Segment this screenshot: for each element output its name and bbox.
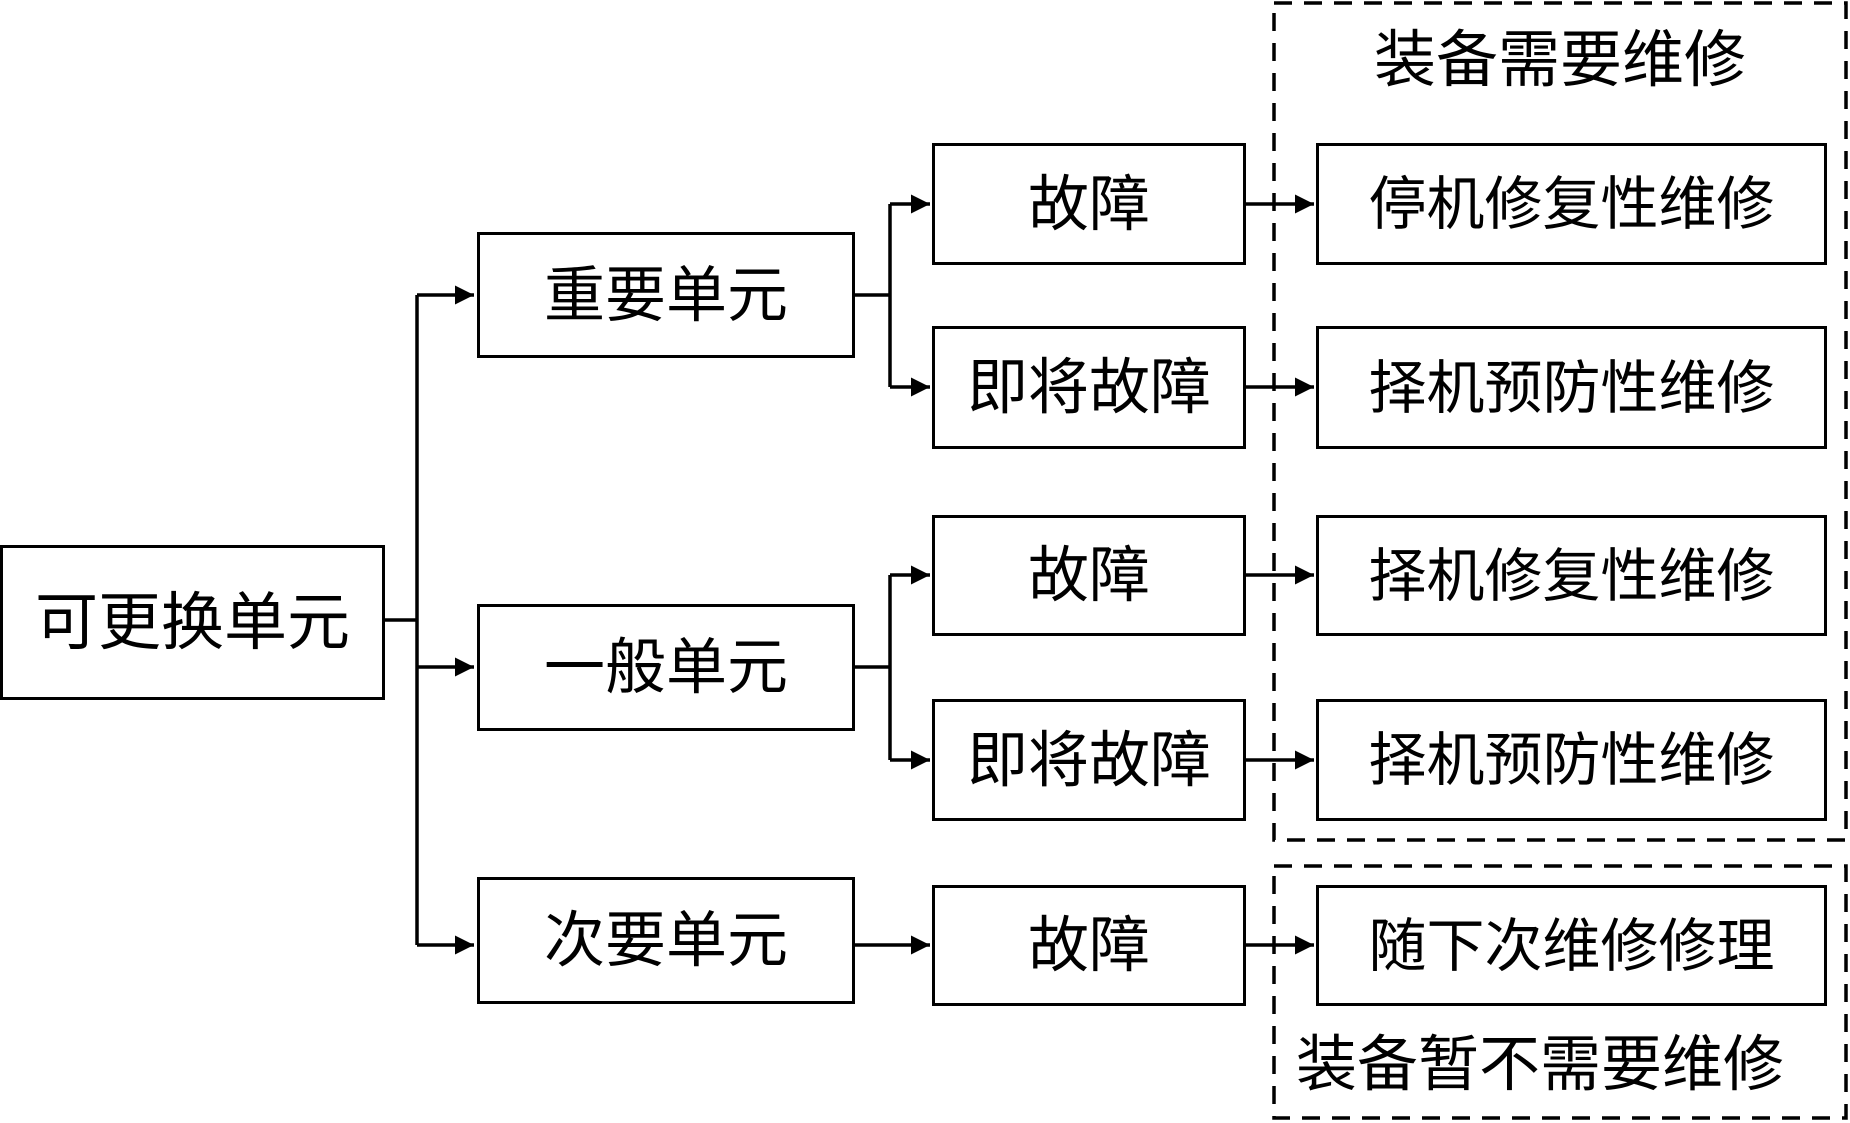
general-imminent-fault-label: 即将故障 bbox=[966, 724, 1211, 796]
opportunistic-corrective-node: 择机修复性维修 bbox=[1316, 515, 1827, 636]
important-unit-node: 重要单元 bbox=[477, 232, 855, 358]
no-maintenance-needed-region-label: 装备暂不需要维修 bbox=[1296, 1029, 1785, 1100]
minor-unit-label: 次要单元 bbox=[543, 905, 788, 976]
general-fault-node: 故障 bbox=[932, 515, 1246, 636]
important-fault-label: 故障 bbox=[1027, 168, 1150, 240]
no-maintenance-needed-region bbox=[1272, 864, 1848, 1120]
root-node-label: 可更换单元 bbox=[35, 586, 350, 659]
needs-maintenance-region bbox=[1272, 1, 1848, 842]
general-imminent-fault-node: 即将故障 bbox=[932, 699, 1246, 821]
important-branch-connector bbox=[853, 204, 892, 387]
shutdown-corrective-label: 停机修复性维修 bbox=[1368, 170, 1775, 238]
needs-maintenance-region-label: 装备需要维修 bbox=[1374, 23, 1747, 96]
opportunistic-preventive-1-node: 择机预防性维修 bbox=[1316, 326, 1827, 449]
opportunistic-preventive-2-label: 择机预防性维修 bbox=[1368, 726, 1775, 794]
root-trunk-connector bbox=[383, 295, 419, 945]
minor-fault-node: 故障 bbox=[932, 885, 1246, 1006]
region-dashed-boxes bbox=[1272, 1, 1848, 1120]
opportunistic-preventive-1-label: 择机预防性维修 bbox=[1368, 353, 1775, 422]
next-maintenance-repair-label: 随下次维修修理 bbox=[1368, 911, 1775, 980]
important-imminent-fault-label: 即将故障 bbox=[966, 352, 1211, 423]
general-unit-label: 一般单元 bbox=[543, 632, 788, 703]
opportunistic-corrective-label: 择机修复性维修 bbox=[1368, 541, 1775, 610]
important-unit-label: 重要单元 bbox=[543, 259, 788, 331]
shutdown-corrective-node: 停机修复性维修 bbox=[1316, 143, 1827, 265]
important-fault-node: 故障 bbox=[932, 143, 1246, 265]
connector-lines bbox=[383, 194, 1314, 955]
opportunistic-preventive-2-node: 择机预防性维修 bbox=[1316, 699, 1827, 821]
general-fault-label: 故障 bbox=[1027, 540, 1150, 611]
general-unit-node: 一般单元 bbox=[477, 604, 855, 731]
important-imminent-fault-node: 即将故障 bbox=[932, 326, 1246, 449]
root-node: 可更换单元 bbox=[0, 545, 385, 700]
minor-unit-node: 次要单元 bbox=[477, 877, 855, 1004]
next-maintenance-repair-node: 随下次维修修理 bbox=[1316, 885, 1827, 1006]
general-branch-connector bbox=[853, 575, 892, 760]
minor-fault-label: 故障 bbox=[1027, 910, 1150, 981]
